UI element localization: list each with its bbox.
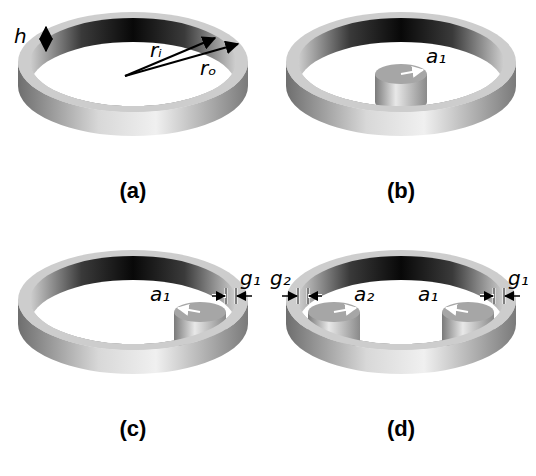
gap-marker bbox=[212, 288, 252, 304]
radius-arrow bbox=[446, 308, 468, 312]
ring-a bbox=[18, 12, 248, 136]
panel-caption: (d) bbox=[387, 418, 415, 440]
ring-c bbox=[18, 250, 252, 374]
panel-caption: (c) bbox=[120, 418, 147, 440]
ring-b bbox=[286, 12, 516, 136]
dimension-label: g₁ bbox=[508, 268, 529, 288]
dimension-label: rᵢ bbox=[150, 40, 162, 60]
dimension-label: a₁ bbox=[426, 46, 446, 66]
height-arrow bbox=[45, 27, 47, 51]
panel-caption: (b) bbox=[387, 180, 415, 202]
ring-d bbox=[282, 250, 520, 374]
dimension-label: g₁ bbox=[240, 268, 261, 288]
dimension-label: g₂ bbox=[270, 268, 291, 288]
dimension-label: a₁ bbox=[150, 284, 170, 304]
radius-arrow bbox=[125, 44, 238, 76]
gap-marker bbox=[480, 288, 520, 304]
radius-arrow bbox=[401, 70, 423, 74]
radius-arrow bbox=[178, 308, 200, 312]
radius-arrow bbox=[334, 308, 356, 312]
dimension-label: rₒ bbox=[200, 58, 217, 78]
panel-caption: (a) bbox=[120, 180, 147, 202]
dimension-label: a₂ bbox=[354, 284, 374, 304]
dimension-label: h bbox=[14, 26, 27, 46]
gap-marker bbox=[282, 288, 322, 304]
dimension-label: a₁ bbox=[418, 284, 438, 304]
